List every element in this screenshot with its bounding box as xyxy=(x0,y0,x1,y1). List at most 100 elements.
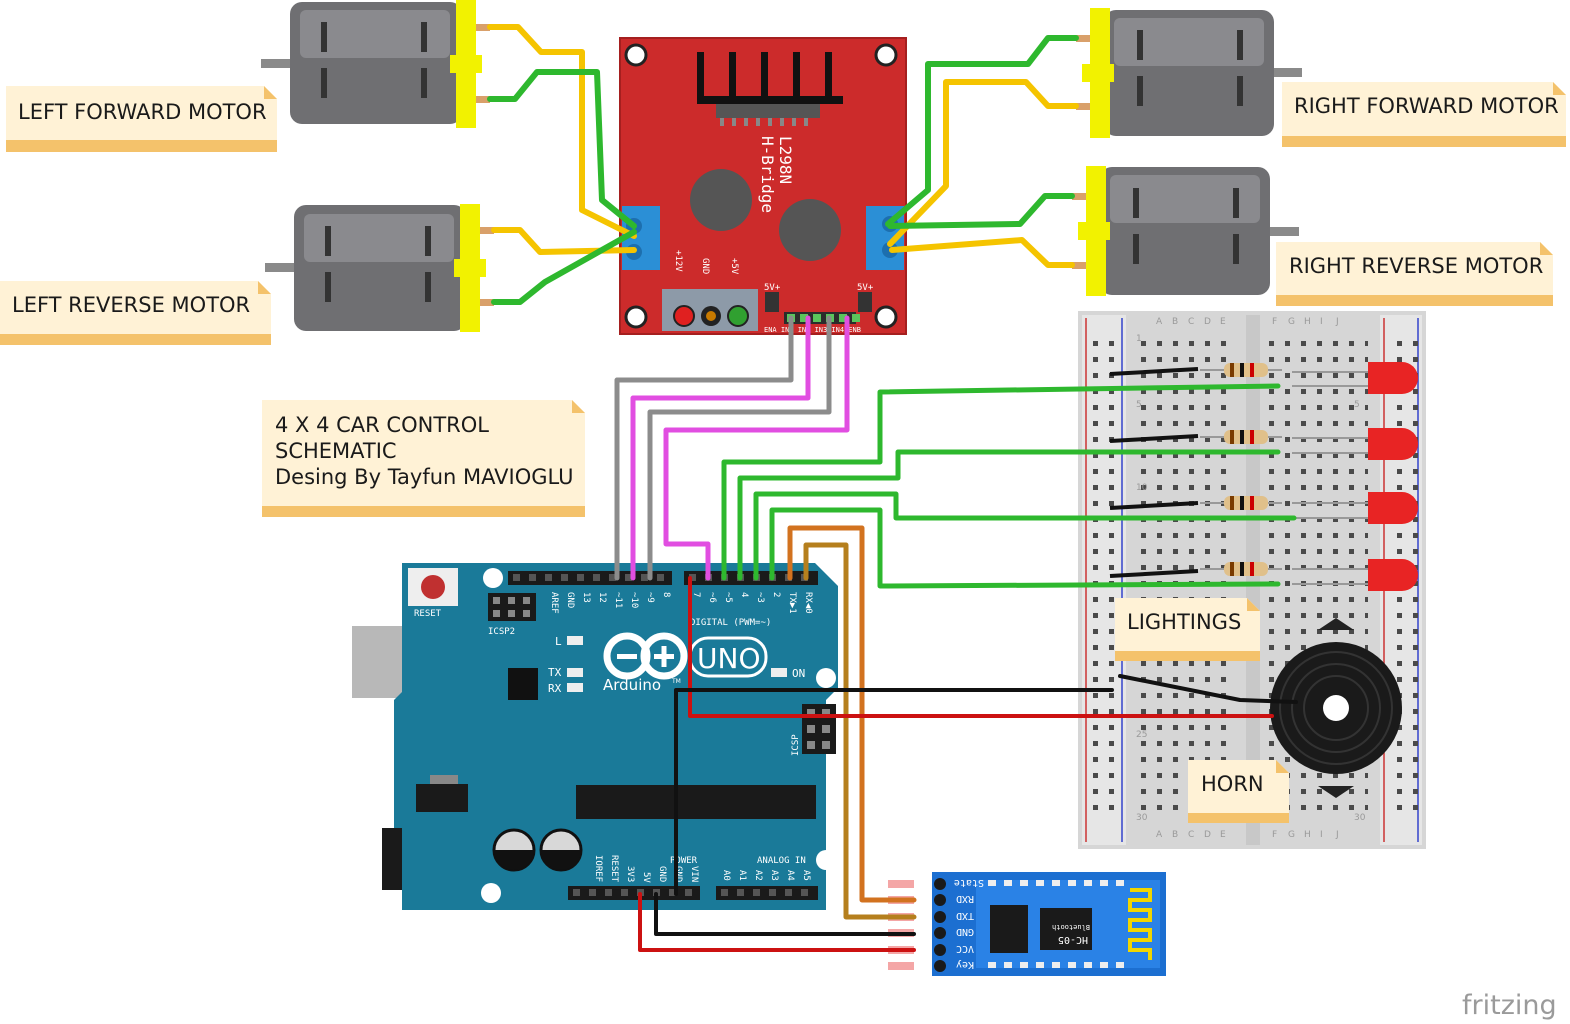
note-left-reverse-motor-text: LEFT REVERSE MOTOR xyxy=(12,293,250,317)
arduino-led-tx-label: TX xyxy=(548,666,562,679)
bt-pin-txd: TXD xyxy=(956,910,974,921)
wire-grey xyxy=(647,315,832,581)
wire-grey xyxy=(614,315,794,581)
bt-pin-state: State xyxy=(954,877,984,888)
resistor xyxy=(1109,496,1282,510)
wire-green xyxy=(753,491,1297,581)
wire-green xyxy=(769,507,1281,589)
note-title-line1: 4 X 4 CAR CONTROL xyxy=(275,413,489,437)
arduino-model: UNO xyxy=(697,642,760,675)
pin-3v3: 3V3 xyxy=(625,866,635,882)
pin-8: 8 xyxy=(661,592,671,597)
fritzing-brand: fritzing xyxy=(1462,990,1557,1021)
bb-col-i-bottom: I xyxy=(1320,830,1323,840)
led xyxy=(1292,559,1418,591)
hbridge-power-5v: +5V xyxy=(729,258,739,275)
pin-aref: AREF xyxy=(549,592,559,614)
buzzer xyxy=(1270,618,1402,798)
wire-green xyxy=(721,383,1281,581)
wire-green xyxy=(491,229,637,305)
note-right-forward-motor-text: RIGHT FORWARD MOTOR xyxy=(1294,94,1559,118)
led xyxy=(1292,428,1418,460)
wire-green xyxy=(737,449,1281,581)
pin-a1: A1 xyxy=(737,870,747,881)
pin-13: 13 xyxy=(581,592,591,603)
bb-row-5-right: 5 xyxy=(1354,400,1360,410)
bb-col-a-bottom: A xyxy=(1156,830,1163,840)
arduino-icsp2-label: ICSP2 xyxy=(488,627,515,637)
pin-5: ~5 xyxy=(723,592,733,603)
bb-row-30-right: 30 xyxy=(1354,813,1366,823)
arduino-logo-icon xyxy=(603,632,688,680)
resistor xyxy=(1109,562,1282,578)
resistor xyxy=(1109,363,1282,377)
note-lightings-text: LIGHTINGS xyxy=(1127,610,1241,634)
arduino-tm: TM xyxy=(671,678,681,685)
pin-10: ~10 xyxy=(629,592,639,608)
note-right-reverse-motor: RIGHT REVERSE MOTOR xyxy=(1276,242,1553,306)
bb-col-f: F xyxy=(1272,317,1277,327)
hbridge-power-gnd: GND xyxy=(700,258,710,274)
right-reverse-motor xyxy=(1072,166,1299,296)
arduino-led-rx-label: RX xyxy=(548,682,562,695)
pin-12: 12 xyxy=(597,592,607,603)
bb-row-10: 10 xyxy=(1136,483,1148,493)
bb-col-i: I xyxy=(1320,317,1323,327)
hbridge-logic-5v-left: 5V+ xyxy=(764,283,781,293)
bb-col-e-bottom: E xyxy=(1220,830,1226,840)
resistor xyxy=(1109,430,1282,444)
pin-4: 4 xyxy=(739,592,749,597)
note-horn-text: HORN xyxy=(1201,772,1264,796)
pin-2: 2 xyxy=(771,592,781,597)
pin-a5: A5 xyxy=(801,870,811,881)
arduino-brand: Arduino xyxy=(603,676,661,694)
bb-col-d: D xyxy=(1204,317,1211,327)
pin-ioref: IOREF xyxy=(593,855,603,882)
bt-chip-line2: HC-05 xyxy=(1058,934,1088,945)
wire-orange xyxy=(787,525,917,903)
bt-chip-line1: Bluetooth xyxy=(1052,923,1090,931)
arduino-analog-label: ANALOG IN xyxy=(757,856,806,866)
bb-col-b-bottom: B xyxy=(1172,830,1178,840)
pin-a2: A2 xyxy=(753,870,763,881)
pin-gnd-top: GND xyxy=(565,592,575,608)
bb-col-c: C xyxy=(1188,317,1194,327)
hbridge-name-line1: L298N xyxy=(776,136,795,184)
bt-pin-gnd: GND xyxy=(956,926,974,937)
pin-1: TX▶1 xyxy=(787,592,797,614)
note-right-reverse-motor-text: RIGHT REVERSE MOTOR xyxy=(1289,254,1543,278)
bt-pin-vcc: VCC xyxy=(956,943,974,954)
bb-col-j-bottom: J xyxy=(1335,830,1339,840)
bb-col-g: G xyxy=(1288,317,1295,327)
bb-col-h: H xyxy=(1304,317,1311,327)
hbridge-name-line2: H-Bridge xyxy=(758,136,777,213)
bb-col-b: B xyxy=(1172,317,1178,327)
wire-yellow xyxy=(491,227,637,255)
bb-col-e: E xyxy=(1220,317,1226,327)
wire-green xyxy=(887,193,1075,229)
bb-row-1: 1 xyxy=(1136,334,1142,344)
bb-col-f-bottom: F xyxy=(1272,830,1277,840)
pin-0: RX◀0 xyxy=(803,592,813,614)
arduino-digital-label: DIGITAL (PWM=~) xyxy=(690,618,771,628)
note-right-forward-motor: RIGHT FORWARD MOTOR xyxy=(1282,82,1566,147)
wire-green xyxy=(487,69,637,229)
pin-reset-bottom: RESET xyxy=(609,855,619,883)
bb-col-a: A xyxy=(1156,317,1163,327)
wire-magenta xyxy=(663,315,850,581)
wire-red xyxy=(638,892,916,952)
pin-vin: VIN xyxy=(689,866,699,882)
note-left-forward-motor-text: LEFT FORWARD MOTOR xyxy=(18,100,267,124)
hbridge-logic-5v-right: 5V+ xyxy=(857,283,874,293)
wire-black xyxy=(674,688,1114,896)
pin-6: ~6 xyxy=(707,592,717,603)
lighting-circuit xyxy=(1109,362,1418,591)
wire-yellow xyxy=(889,237,1075,268)
bt-pin-rxd: RXD xyxy=(956,893,974,904)
bb-col-g-bottom: G xyxy=(1288,830,1295,840)
pin-a0: A0 xyxy=(721,870,731,881)
bb-col-c-bottom: C xyxy=(1188,830,1194,840)
l298n-h-bridge: L298N H-Bridge +12V GND +5V 5V+ 5V+ ENA … xyxy=(619,37,907,335)
arduino-reset-label: RESET xyxy=(414,609,442,619)
